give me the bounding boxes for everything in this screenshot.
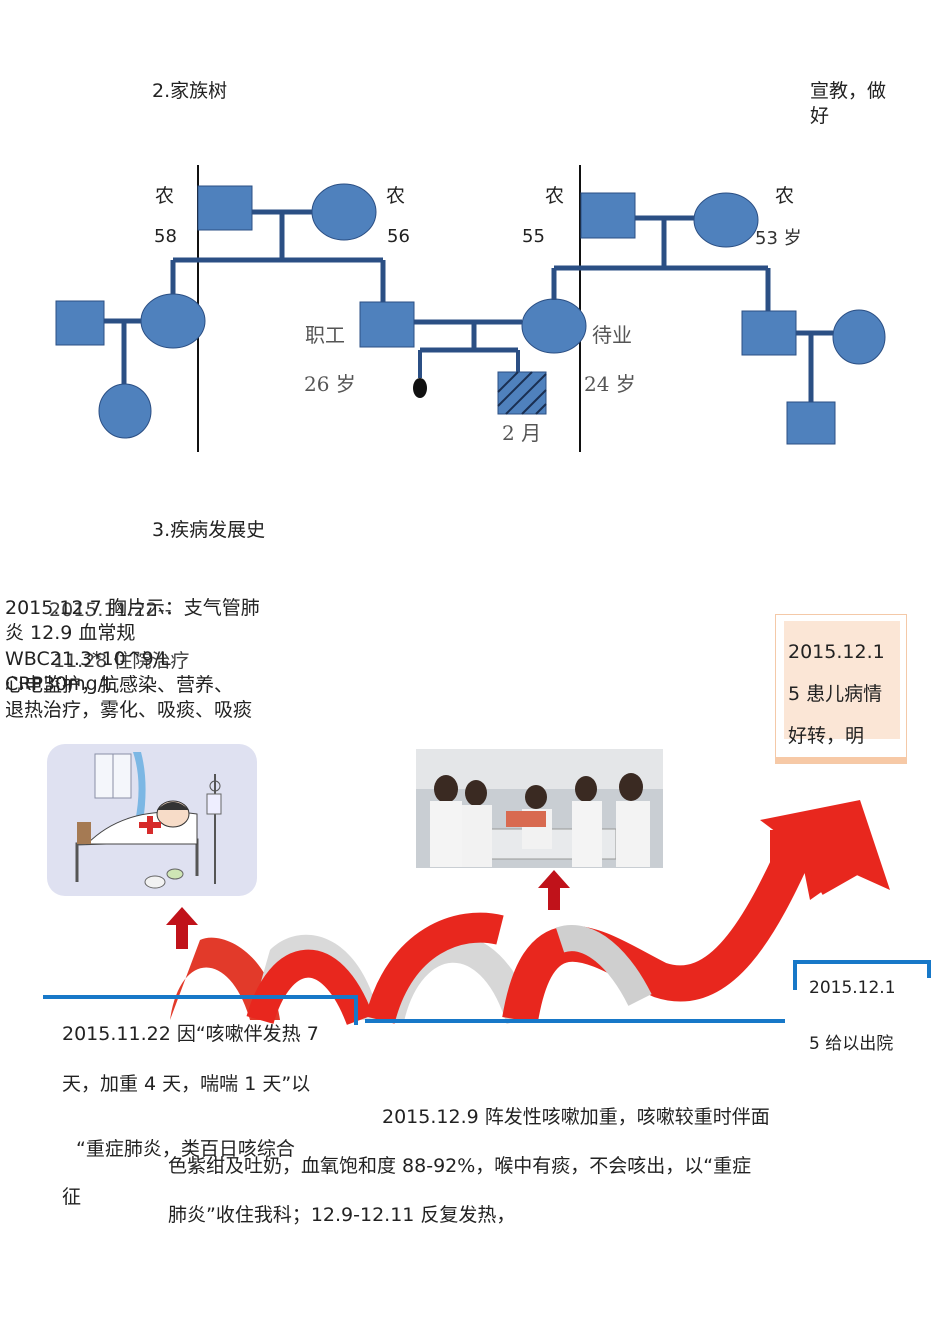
left-block-line5: 退热治疗，雾化、吸痰、吸痰 (5, 699, 253, 721)
age-label-1: 58 (154, 226, 177, 247)
right-timeline-box: 2015.12.1 5 给以出院 (797, 964, 927, 1054)
left-box-line2-clip: 天，加重 4 天，喘喘 1 天”以 (62, 1073, 352, 1095)
left-block-line2: 炎 12.9 血常规 (5, 622, 136, 644)
card-line3: 好转，明 (788, 725, 865, 747)
left-box-right-border (354, 995, 358, 1025)
left-box-line3: “重症肺炎，类百日咳综合 (76, 1138, 295, 1160)
patient-in-bed-illustration (47, 744, 257, 896)
right-box-line2: 5 给以出院 (809, 1034, 894, 1054)
card-bottom-bar (776, 757, 906, 763)
mother-age: 24 岁 (584, 372, 636, 396)
occupation-label-3: 农 (545, 185, 565, 207)
age-label-3: 55 (522, 226, 545, 247)
left-box-line1: 2015.11.22 因“咳嗽伴发热 7 (62, 1023, 319, 1045)
father-occupation: 职工 (305, 323, 345, 347)
section-title-history: 3.疾病发展史 (152, 519, 266, 541)
pedigree-chart (55, 165, 886, 452)
left-block-line1: 2015.12.7 胸片示：支气管肺 (5, 597, 260, 619)
up-arrow-middle-icon (538, 870, 570, 910)
left-box-line2: 天，加重 4 天，喘喘 1 天”以 (62, 1073, 311, 1095)
left-timeline-box: 2015.11.22 因“咳嗽伴发热 7 天，加重 4 天，喘喘 1 天”以 “… (46, 1000, 354, 1208)
occupation-label-1: 农 (155, 185, 175, 207)
section-title-family-tree: 2.家族树 (152, 80, 228, 102)
right-box-top-border (793, 960, 931, 964)
card-text: 2015.12.1 5 患儿病情 好转，明 (788, 631, 900, 757)
right-box-line1-clip: 2015.12.1 (809, 978, 927, 998)
mother-occupation: 待业 (592, 323, 632, 347)
left-block-overlap: 2015.11.22-- (49, 599, 172, 621)
age-label-2: 56 (387, 226, 410, 247)
occupation-label-2: 农 (386, 185, 406, 207)
side-note: 宣教，做好 (810, 80, 887, 127)
right-box-line2-clip: 5 给以出院 (809, 1034, 927, 1054)
left-box-line4-clip: 征 (62, 1186, 92, 1208)
left-block-line3: WBC21.3*10^9/L CRP30mg/L (5, 648, 177, 695)
middle-rule (365, 1019, 785, 1023)
right-box-left-border (793, 960, 797, 990)
patient-age: 2 月 (502, 421, 542, 445)
up-arrow-left-icon (166, 907, 198, 949)
right-box-line1: 2015.12.1 (809, 978, 896, 998)
father-age: 26 岁 (304, 372, 356, 396)
discharge-card: 2015.12.1 5 患儿病情 好转，明 (775, 614, 907, 764)
progress-arrow-graphic (170, 800, 890, 1026)
card-line1: 2015.12.1 (788, 641, 885, 663)
card-line2: 5 患儿病情 (788, 683, 883, 705)
left-block-line4: 心电监护，抗感染、营养、 (5, 674, 234, 696)
occupation-label-4: 农 (775, 185, 795, 207)
main-line2: 色紫绀及吐奶，血氧饱和度 88-92%，喉中有痰，不会咳出，以“重症 (168, 1155, 752, 1177)
card-background (784, 621, 900, 739)
medical-team-photo (416, 749, 663, 868)
timeline-left-block: 2015.12.7 胸片示：支气管肺 2015.11.22-- 炎 12.9 血… (5, 596, 280, 721)
left-block-overlap2: 11.28 住院治疗 (53, 650, 190, 672)
age-label-4: 53 岁 (755, 228, 802, 249)
left-box-line4: 征 (62, 1186, 82, 1208)
left-box-top-border (43, 995, 356, 999)
main-line1: 2015.12.9 阵发性咳嗽加重，咳嗽较重时伴面 (382, 1106, 770, 1128)
main-line3: 肺炎”收住我科；12.9-12.11 反复发热， (168, 1204, 516, 1226)
right-box-right-border (927, 960, 931, 978)
